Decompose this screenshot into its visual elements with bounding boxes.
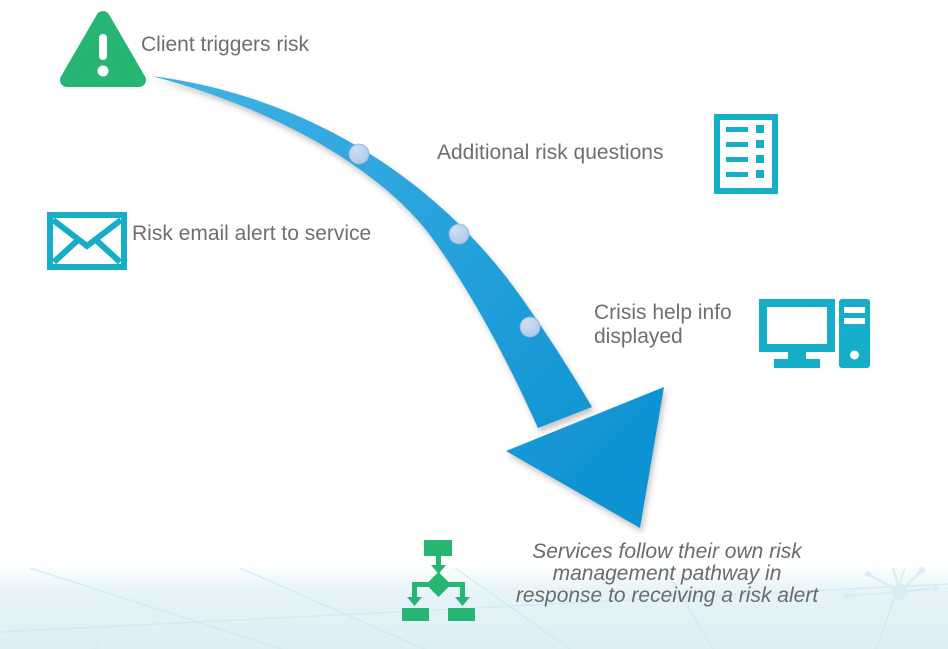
- crisis-help-info-label: Crisis help info displayed: [594, 301, 732, 348]
- milestone-dot-1: [348, 143, 370, 165]
- risk-email-alert-label: Risk email alert to service: [132, 222, 372, 245]
- warning-triangle-icon: [60, 11, 146, 87]
- milestone-dots: [348, 143, 541, 338]
- client-triggers-risk-label: Client triggers risk: [141, 33, 310, 56]
- milestone-dot-2: [448, 223, 470, 245]
- envelope-icon: [47, 212, 127, 270]
- flowchart-icon: [402, 540, 475, 621]
- computer-icon: [759, 299, 870, 368]
- note-line-1: Services follow their own risk: [532, 540, 802, 563]
- arrow-shape: [152, 76, 664, 528]
- checklist-document-icon: [714, 114, 778, 194]
- note-line-2: management pathway in: [552, 562, 782, 585]
- arrow-head: [506, 387, 664, 528]
- services-pathway-note: Services follow their own risk managemen…: [487, 541, 847, 607]
- note-line-3: response to receiving a risk alert: [515, 584, 819, 607]
- milestone-dot-3: [519, 316, 541, 338]
- additional-risk-questions-label: Additional risk questions: [437, 141, 664, 164]
